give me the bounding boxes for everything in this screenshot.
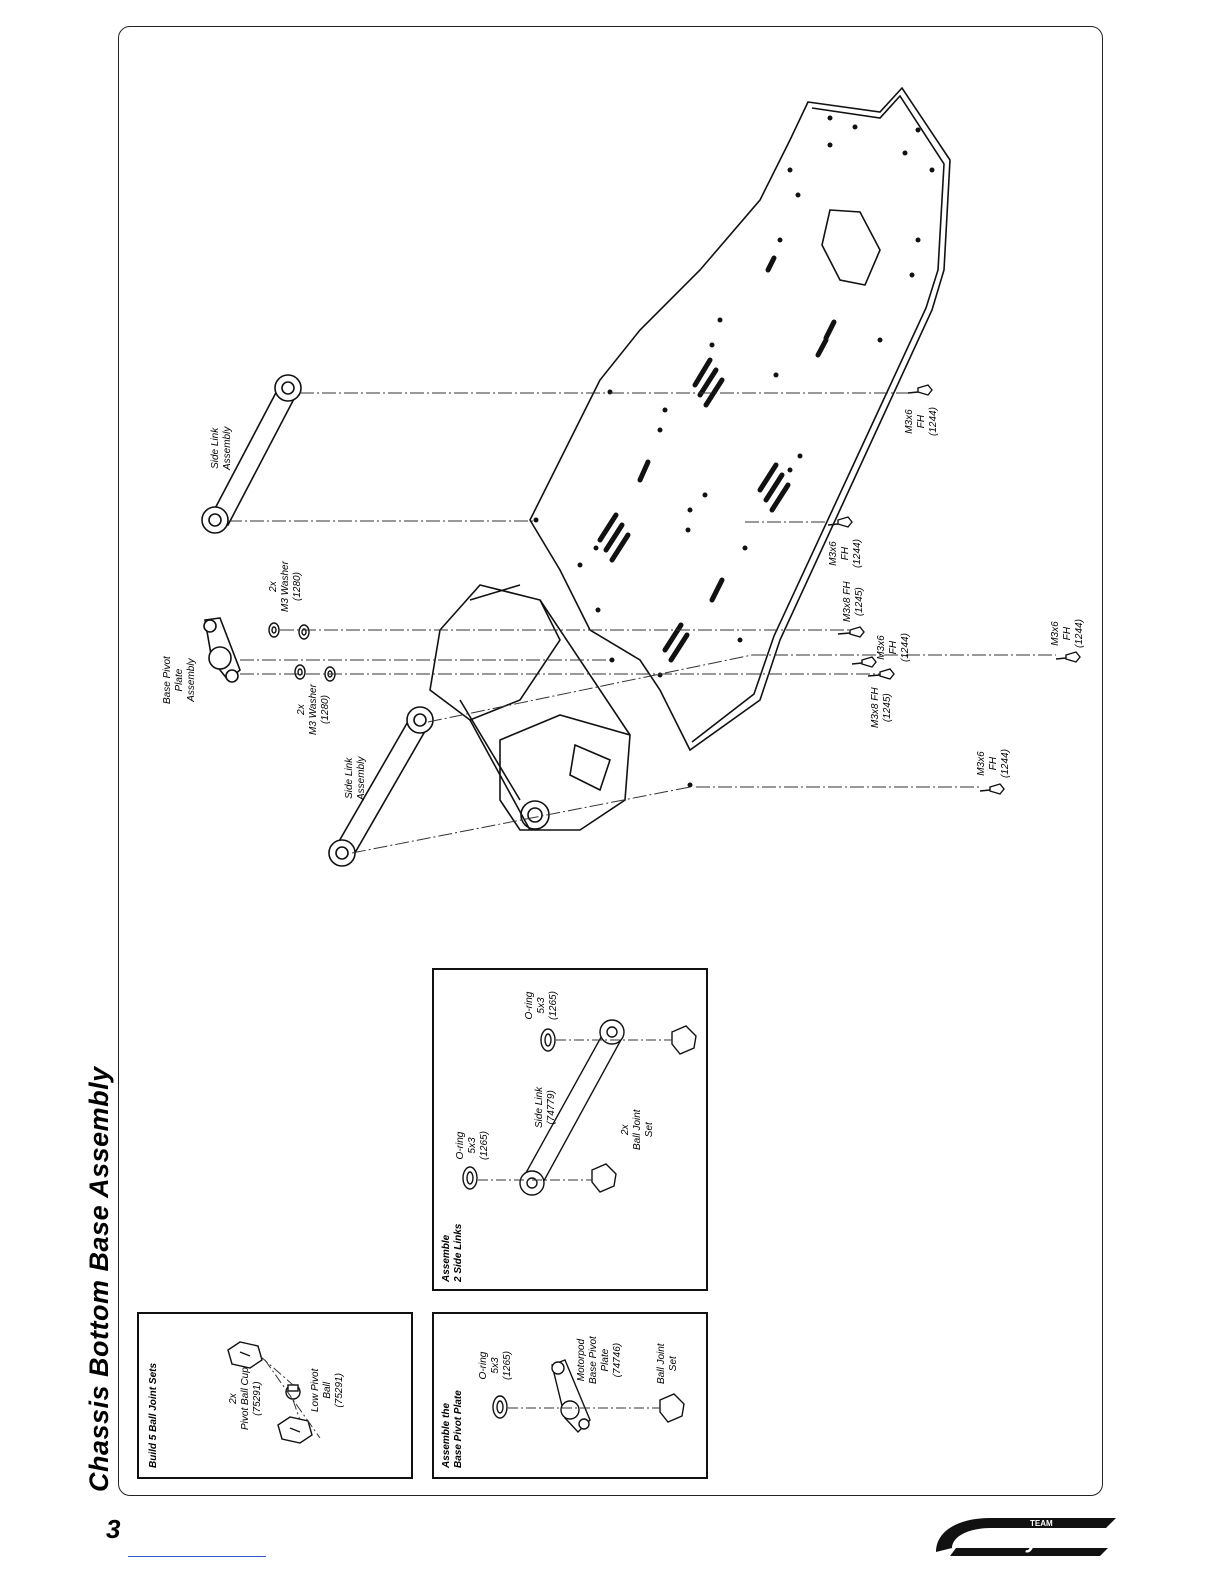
box-base-pivot-heading: Assemble the Base Pivot Plate bbox=[441, 1390, 464, 1468]
label-base-pivot-plate: Base Pivot Plate Assembly bbox=[162, 656, 197, 704]
logo-team-text: TEAM bbox=[1030, 1519, 1053, 1528]
box-base-pivot-plate bbox=[432, 1312, 708, 1479]
box-ball-joint-heading: Build 5 Ball Joint Sets bbox=[148, 1362, 159, 1468]
side-link-top bbox=[201, 374, 302, 534]
box-side-links-heading: Assemble 2 Side Links bbox=[441, 1223, 464, 1282]
label-oring-left: O-ring 5x3 (1265) bbox=[455, 1131, 490, 1160]
base-pivot-plate bbox=[203, 617, 241, 683]
box-ball-joint-sets bbox=[137, 1312, 413, 1479]
label-ball-joint-set: Ball Joint Set bbox=[656, 1343, 679, 1384]
chassis-plate bbox=[529, 86, 951, 752]
label-side-link-bottom: Side Link Assembly bbox=[344, 756, 367, 800]
corally-logo: TEAM Corally bbox=[936, 1518, 1116, 1556]
screws bbox=[827, 384, 1081, 795]
footer-link-line bbox=[128, 1556, 266, 1557]
motor-pod bbox=[429, 584, 631, 831]
label-side-link-top: Side Link Assembly bbox=[210, 426, 233, 470]
label-side-link-part: Side Link (74779) bbox=[534, 1086, 557, 1128]
logo-brand-text: Corally bbox=[964, 1528, 1040, 1553]
label-ball-joint-set-2x: 2x Ball Joint Set bbox=[620, 1109, 655, 1150]
label-washer-top: 2x M3 Washer (1280) bbox=[268, 561, 303, 612]
chassis-slots bbox=[597, 255, 837, 663]
label-screw-3: M3x8 FH (1245) bbox=[842, 581, 865, 622]
label-screw-5: M3x8 FH (1245) bbox=[870, 687, 893, 728]
label-screw-4: M3x6 FH (1244) bbox=[876, 633, 911, 662]
label-oring-pivot: O-ring 5x3 (1265) bbox=[478, 1351, 513, 1380]
box-side-links bbox=[432, 968, 708, 1291]
washers bbox=[268, 622, 336, 682]
page-number: 3 bbox=[106, 1514, 121, 1544]
label-screw-2: M3x6 FH (1244) bbox=[828, 539, 863, 568]
label-screw-6: M3x6 FH (1244) bbox=[1050, 619, 1085, 648]
label-low-pivot-ball: Low Pivot Ball (75291) bbox=[310, 1368, 345, 1412]
chassis-holes bbox=[533, 115, 935, 788]
page-frame bbox=[118, 26, 1103, 1496]
label-oring-right: O-ring 5x3 (1265) bbox=[524, 991, 559, 1020]
label-washer-bottom: 2x M3 Washer (1280) bbox=[296, 684, 331, 735]
label-pivot-ball-cup: 2x Pivot Ball Cup (75291) bbox=[228, 1367, 263, 1430]
label-screw-1: M3x6 FH (1244) bbox=[904, 407, 939, 436]
label-screw-7: M3x6 FH (1244) bbox=[976, 749, 1011, 778]
assembly-guides bbox=[228, 392, 1056, 854]
side-link-bottom bbox=[328, 706, 434, 867]
label-motorpod-base-pivot-plate: Motorpod Base Pivot Plate (74746) bbox=[576, 1336, 623, 1384]
